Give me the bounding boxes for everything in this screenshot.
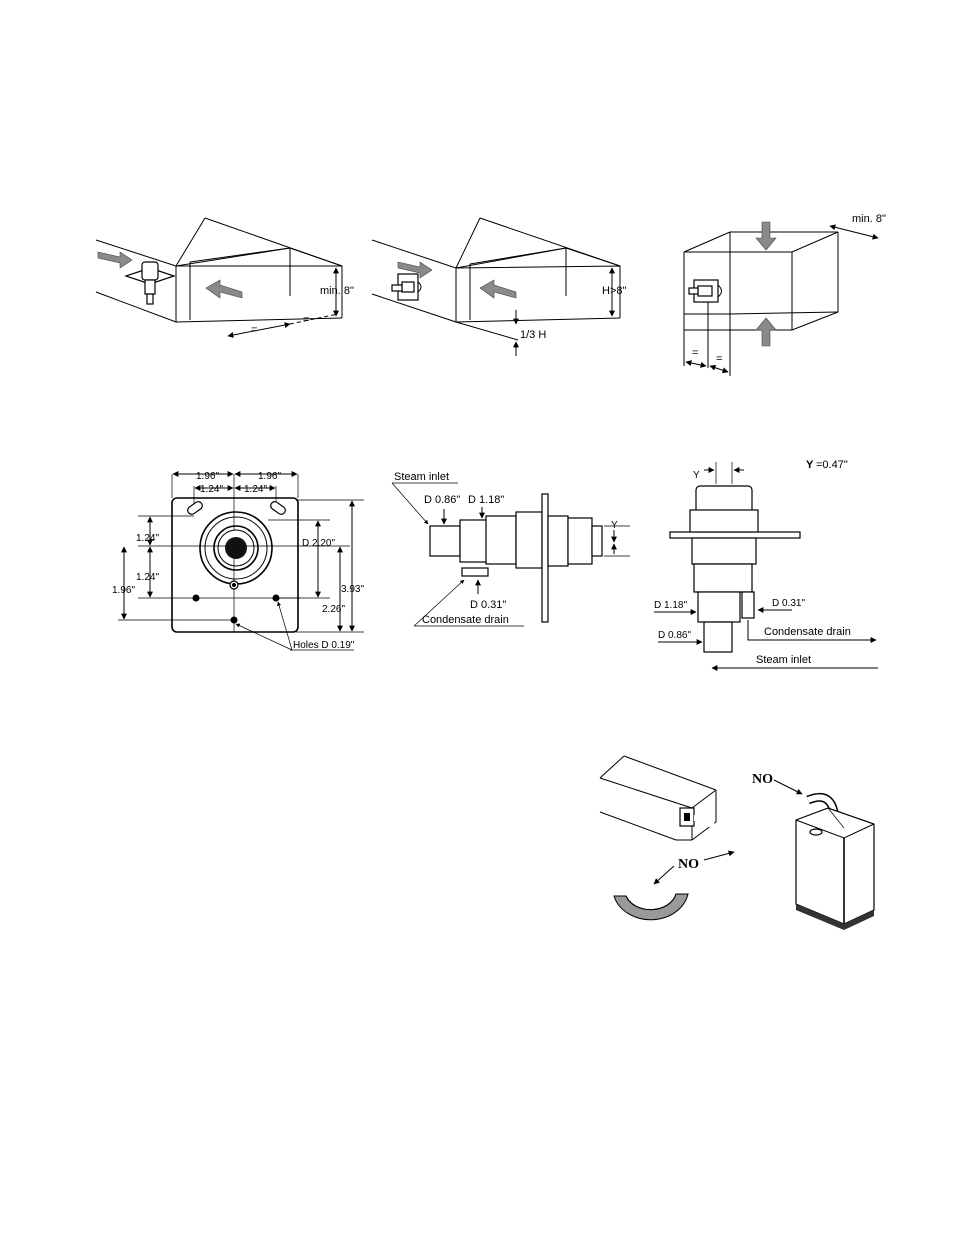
equal-mark: =	[303, 314, 309, 326]
d-drain-label: D 0.31"	[772, 598, 805, 609]
mounting-hole	[192, 594, 200, 602]
airflow-arrow-icon	[397, 261, 433, 279]
y-value: =0.47"	[816, 459, 848, 471]
d-drain-label: D 0.31"	[470, 599, 506, 611]
duct-view-vertical: min. 8" = =	[683, 213, 886, 376]
dim-left-lower: 1.24"	[136, 572, 159, 583]
condensate-drain-label: Condensate drain	[764, 626, 851, 638]
y-value-key: Y	[806, 459, 814, 471]
dim-inner-left: 1.24"	[200, 484, 223, 495]
duct-view-horizontal-side: H>8" 1/3 H	[371, 217, 626, 356]
dim-height: 3.93"	[341, 584, 364, 595]
steam-distributor-side	[391, 273, 422, 301]
d-body-label: D 1.18"	[654, 600, 687, 611]
airflow-arrow-icon	[205, 279, 243, 299]
steam-distributor-top	[124, 261, 176, 305]
mounting-hole	[230, 616, 238, 624]
d-inlet-label: D 0.86"	[658, 630, 691, 641]
equal-mark: =	[692, 347, 698, 359]
dim-lower: 2.26"	[322, 604, 345, 615]
no-label-lower: NO	[678, 857, 699, 872]
mounting-hole	[272, 594, 280, 602]
airflow-arrow-icon	[479, 279, 517, 299]
dim-diameter: D 2.20"	[302, 538, 335, 549]
d-body-label: D 1.18"	[468, 494, 504, 506]
y-mark: Y	[693, 470, 700, 481]
height-label: H>8"	[602, 285, 626, 297]
dim-left-upper: 1.24"	[136, 533, 159, 544]
dim-inner-right: 1.24"	[244, 484, 267, 495]
distributor-vertical-view: Y Y =0.47" D 1.18" D 0.31" D 0.86" Conde…	[654, 459, 878, 671]
dim-top-left: 1.96"	[196, 471, 219, 482]
holes-label: Holes D 0.19"	[293, 640, 355, 651]
dim-top-right: 1.96"	[258, 471, 281, 482]
equal-mark: =	[716, 353, 722, 365]
airflow-arrow-icon	[755, 317, 777, 347]
steam-distributor-vertical	[688, 279, 722, 303]
airflow-arrow-icon	[97, 251, 133, 269]
steam-inlet-label: Steam inlet	[756, 654, 811, 666]
hose-routing-view: NO NO	[599, 755, 875, 930]
dim-left-outer: 1.96"	[112, 585, 135, 596]
equal-mark: =	[251, 324, 257, 336]
humidifier-unit	[795, 807, 875, 930]
third-height-label: 1/3 H	[520, 329, 546, 341]
distributor-side-view: Y Steam inlet D 0.86" D 1.18" D 0.31" Co…	[391, 471, 630, 627]
min-width-label: min. 8"	[852, 213, 886, 225]
condensate-drain-label: Condensate drain	[422, 614, 509, 626]
steam-inlet-label: Steam inlet	[394, 471, 449, 483]
distributor-front-view: 1.96" 1.96" 1.24" 1.24" 1.24" 1.24" 1.96…	[112, 471, 364, 651]
airflow-arrow-icon	[755, 221, 777, 251]
d-inlet-label: D 0.86"	[424, 494, 460, 506]
no-label-upper: NO	[752, 772, 773, 787]
duct-view-horizontal-top: min. 8" = =	[95, 217, 354, 338]
y-mark: Y	[611, 520, 618, 531]
min-height-label: min. 8"	[320, 285, 354, 297]
